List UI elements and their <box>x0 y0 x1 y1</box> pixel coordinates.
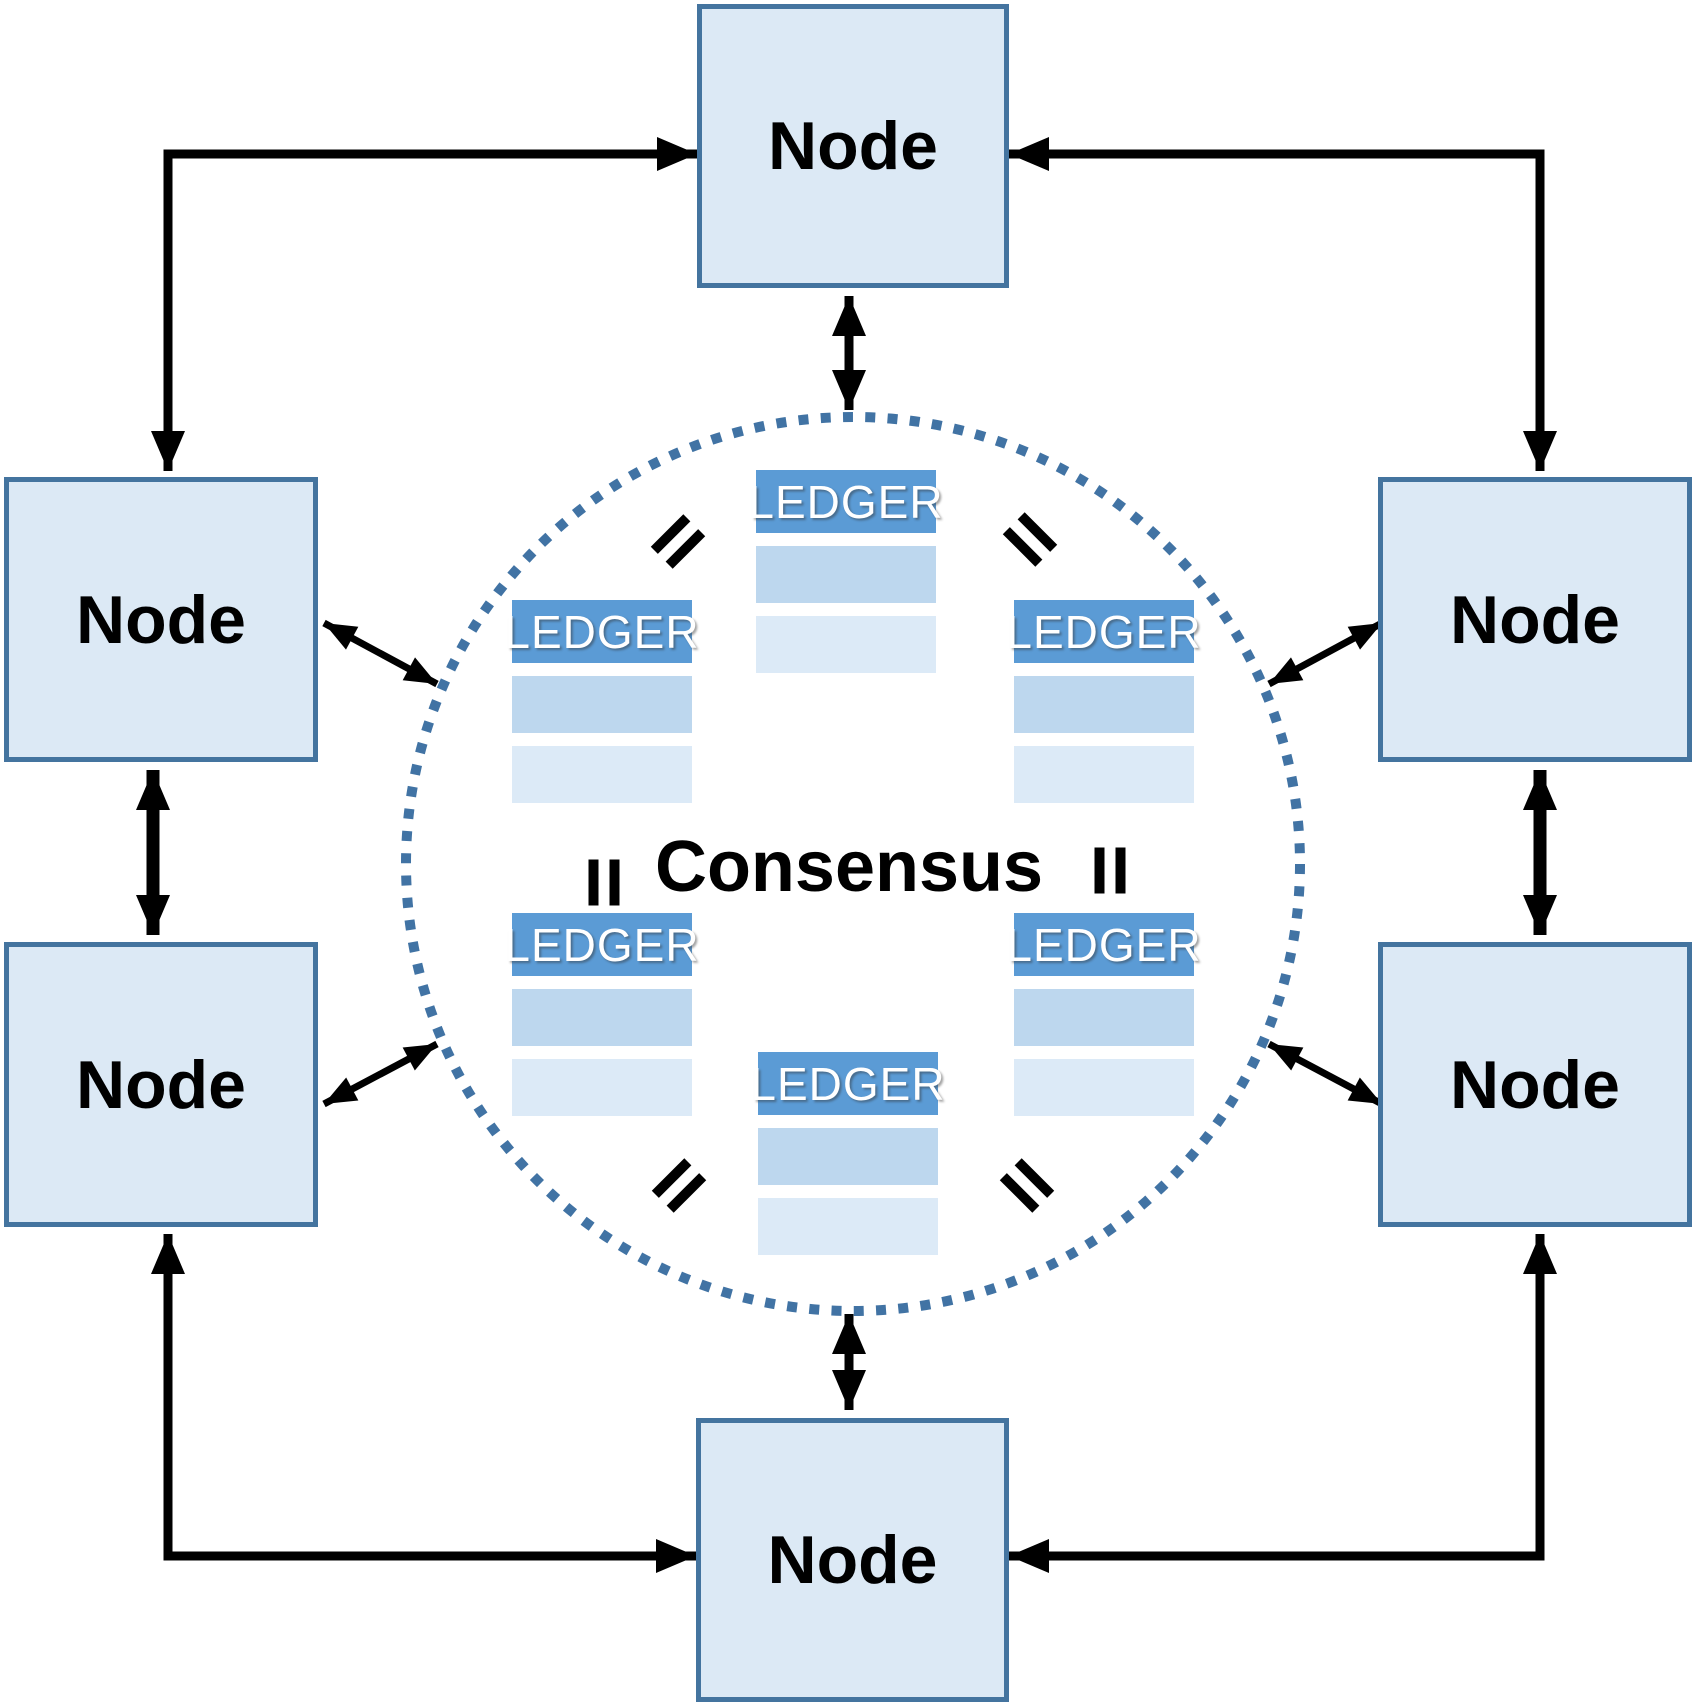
ledger-row <box>512 989 692 1046</box>
ledger-header: LEDGER <box>748 470 943 533</box>
arrow-top-left-corner <box>151 137 697 471</box>
ledger-row <box>756 546 936 603</box>
equals-bar <box>588 859 599 906</box>
node-label: Node <box>76 581 246 658</box>
arrow-lower-right-node-to-circle <box>1267 1040 1384 1108</box>
ledger-row <box>512 1059 692 1116</box>
ledger-row <box>1014 1059 1194 1116</box>
equals-bar <box>1115 847 1126 894</box>
node-box-upper-right: Node <box>1378 477 1692 762</box>
node-box-upper-left: Node <box>4 477 318 762</box>
ledger-row <box>758 1128 938 1185</box>
node-box-top: Node <box>697 4 1009 288</box>
node-label: Node <box>76 1046 246 1123</box>
node-label: Node <box>1450 1046 1620 1123</box>
arrow-bottom-left-corner <box>151 1234 696 1573</box>
ledger-row <box>512 676 692 733</box>
consensus-title: Consensus <box>654 827 1044 907</box>
arrow-top-right-corner <box>1009 137 1557 471</box>
ledger-header: LEDGER <box>750 1052 945 1115</box>
arrow-bottom-right-corner <box>1009 1234 1557 1573</box>
ledger-block-lower-left: LEDGER <box>504 913 699 1116</box>
consensus-circle <box>401 412 1305 1316</box>
node-label: Node <box>767 1522 938 1598</box>
ledger-row <box>758 1198 938 1255</box>
arrow-upper-right-node-to-circle <box>1267 619 1384 688</box>
ledger-row <box>1014 746 1194 803</box>
ledger-block-bottom: LEDGER <box>750 1052 945 1255</box>
ledger-row <box>756 616 936 673</box>
node-label: Node <box>768 108 938 184</box>
ledger-row <box>1014 989 1194 1046</box>
node-label: Node <box>1450 581 1620 658</box>
node-box-lower-left: Node <box>4 942 318 1227</box>
node-box-lower-right: Node <box>1378 942 1692 1227</box>
ledger-row <box>1014 676 1194 733</box>
node-box-bottom: Node <box>696 1418 1009 1702</box>
ledger-row <box>512 746 692 803</box>
ledger-header: LEDGER <box>1006 913 1201 976</box>
equals-bar <box>609 859 620 906</box>
ledger-header: LEDGER <box>1006 600 1201 663</box>
ledger-block-top: LEDGER <box>748 470 943 673</box>
equals-icon <box>1094 847 1126 894</box>
ledger-block-upper-right: LEDGER <box>1006 600 1201 803</box>
ledger-block-lower-right: LEDGER <box>1006 913 1201 1116</box>
arrow-upper-left-node-to-circle <box>322 619 439 688</box>
arrow-lower-left-node-to-circle <box>322 1040 439 1108</box>
ledger-header: LEDGER <box>504 600 699 663</box>
equals-icon <box>588 859 620 906</box>
ledger-header: LEDGER <box>504 913 699 976</box>
ledger-block-upper-left: LEDGER <box>504 600 699 803</box>
equals-bar <box>1094 847 1105 894</box>
